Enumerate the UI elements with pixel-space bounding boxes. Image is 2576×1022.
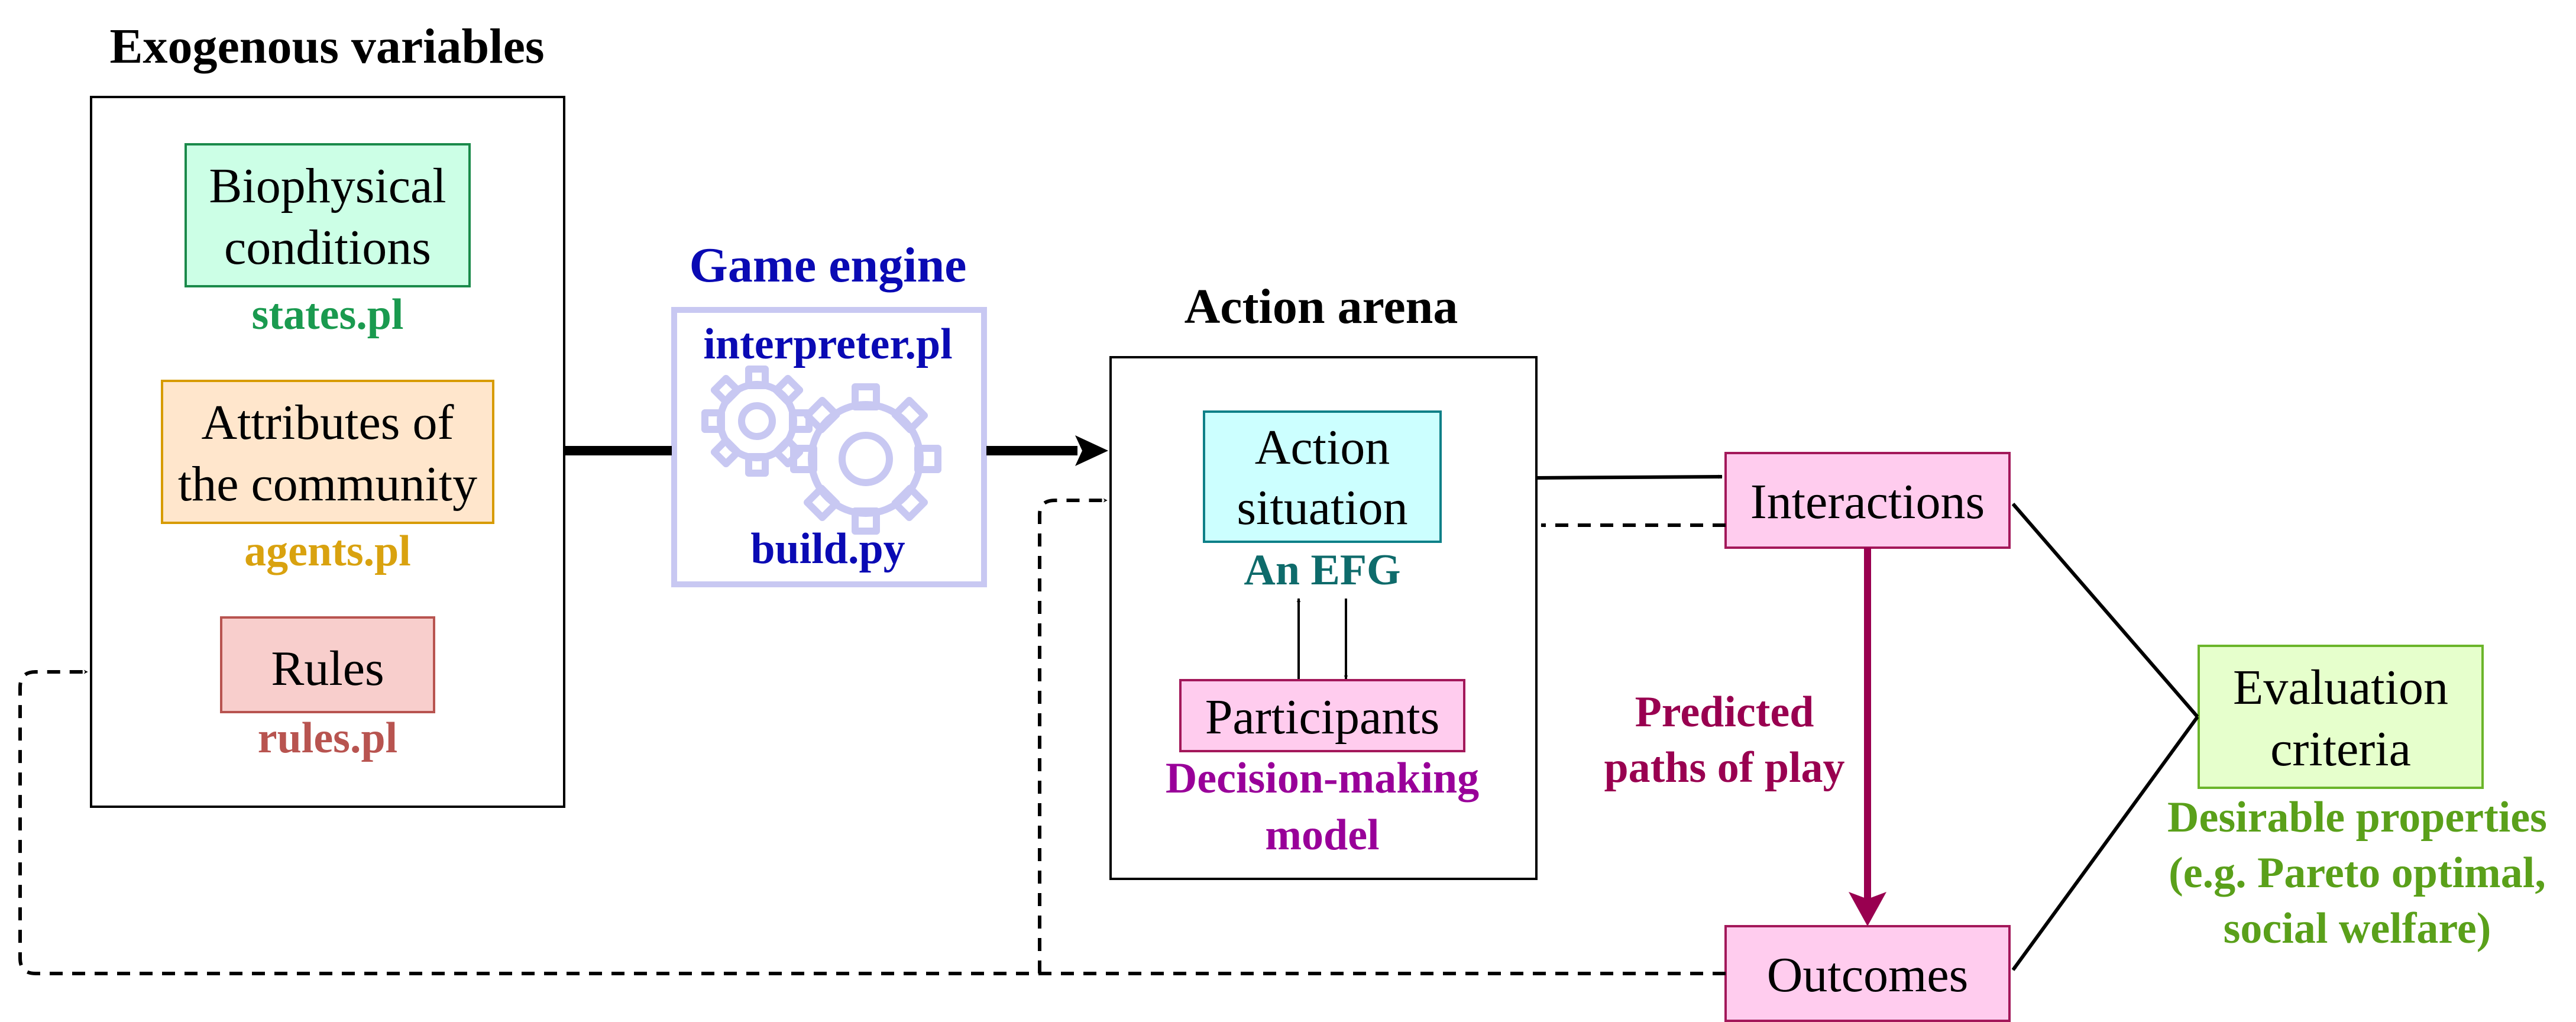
outcomes-to-arena-dashed-line — [1038, 498, 1108, 974]
evaluation-caption-line3: social welfare) — [2224, 904, 2491, 953]
action-situation-box[interactable] — [1203, 410, 1442, 543]
rules-label: Rules — [271, 641, 384, 696]
evaluation-to-outcomes-arrow — [2011, 716, 2199, 971]
biophysical-label-line1: Biophysical — [209, 159, 446, 214]
agents-file-label: agents.pl — [244, 527, 411, 575]
evaluation-label-line1: Evaluation — [2233, 660, 2448, 715]
interactions-box[interactable] — [1724, 452, 2011, 549]
action-situation-label-line2: situation — [1237, 480, 1407, 535]
evaluation-label-line2: criteria — [2270, 722, 2411, 777]
outcomes-label: Outcomes — [1767, 947, 1969, 1002]
decision-model-caption-line1: Decision-making — [1166, 754, 1479, 803]
rules-file-label: rules.pl — [258, 714, 397, 762]
decision-model-caption-line2: model — [1265, 811, 1379, 859]
predicted-paths-arrowhead — [1849, 892, 1886, 926]
biophysical-box[interactable] — [185, 143, 471, 287]
attributes-box[interactable] — [161, 380, 494, 524]
arena-to-interactions-arrow — [1536, 474, 1723, 480]
action-situation-label-line1: Action — [1255, 420, 1390, 475]
attributes-label-line1: Attributes of — [202, 395, 454, 450]
interpreter-file-label: interpreter.pl — [703, 320, 952, 368]
states-file-label: states.pl — [252, 290, 404, 339]
participants-label: Participants — [1205, 690, 1440, 745]
predicted-label-line2: paths of play — [1604, 743, 1844, 792]
action-arena-title: Action arena — [1185, 279, 1458, 334]
rules-box[interactable] — [220, 616, 435, 713]
participants-box[interactable] — [1179, 679, 1465, 752]
gears-icon — [701, 366, 941, 535]
evaluation-to-interactions-arrow — [2011, 503, 2199, 718]
exogenous-title: Exogenous variables — [109, 19, 544, 74]
attributes-label-line2: the community — [178, 457, 477, 512]
build-file-label: build.py — [750, 525, 905, 573]
evaluation-caption-line2: (e.g. Pareto optimal, — [2169, 849, 2546, 897]
interactions-label: Interactions — [1750, 474, 1985, 529]
efg-caption: An EFG — [1244, 546, 1400, 594]
evaluation-box[interactable] — [2198, 645, 2484, 789]
outcomes-feedback-dashed-line — [18, 670, 1726, 975]
predicted-label-line1: Predicted — [1635, 688, 1814, 736]
biophysical-label-line2: conditions — [224, 220, 431, 275]
engine-to-arena-arrowhead — [1075, 435, 1108, 466]
game-engine-title: Game engine — [690, 238, 967, 293]
evaluation-caption-line1: Desirable properties — [2167, 793, 2547, 842]
outcomes-box[interactable] — [1724, 925, 2011, 1022]
